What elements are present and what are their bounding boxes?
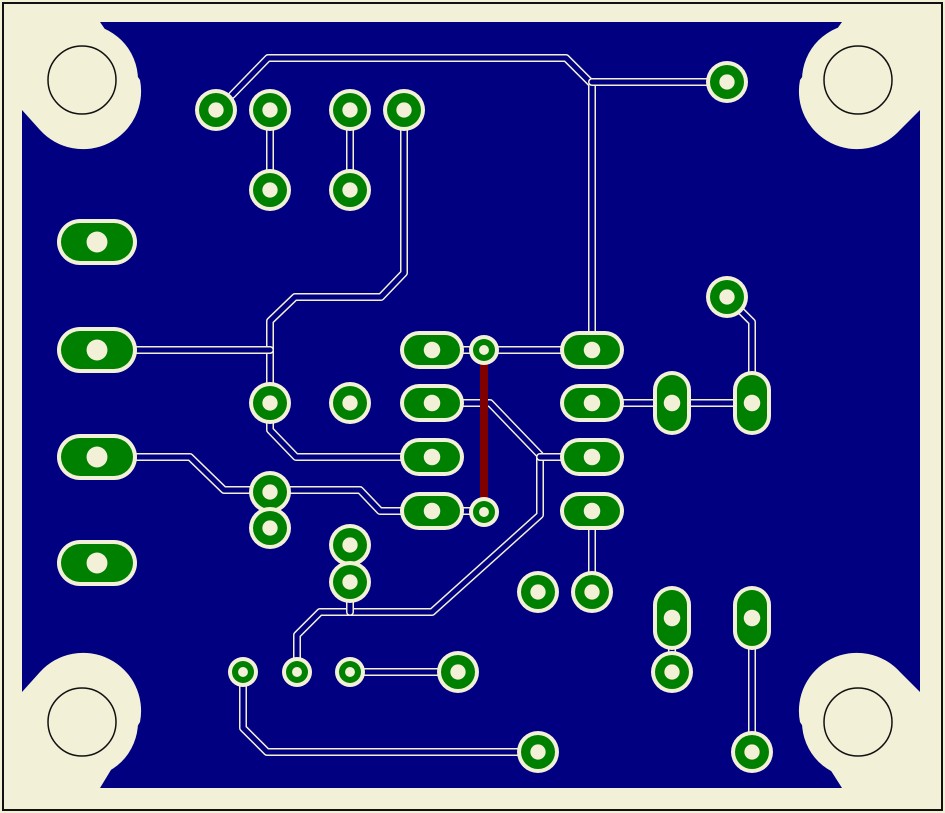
round-pad [329, 89, 371, 131]
ic-pad [560, 492, 624, 530]
round-pad [195, 89, 237, 131]
round-pad [437, 651, 479, 693]
mounting-hole-rings [47, 45, 893, 757]
ic-pad [560, 384, 624, 422]
vertical-pad [733, 371, 771, 435]
round-pad [469, 335, 499, 365]
vertical-pad [653, 586, 691, 650]
round-pad [249, 507, 291, 549]
round-pad [329, 169, 371, 211]
pads [57, 61, 773, 773]
round-pad [249, 471, 291, 513]
round-pad [329, 561, 371, 603]
ic-pad [400, 492, 464, 530]
connector-pad [57, 540, 137, 586]
mounting-hole [823, 45, 893, 115]
mounting-hole [47, 45, 117, 115]
round-pad [571, 571, 613, 613]
round-pad [249, 382, 291, 424]
round-pad [469, 497, 499, 527]
trace [266, 106, 408, 407]
round-pad [706, 61, 748, 103]
mounting-hole [47, 687, 117, 757]
ic-pad [400, 384, 464, 422]
round-pad [228, 657, 258, 687]
round-pad [249, 169, 291, 211]
trace [228, 54, 596, 349]
round-pad [731, 731, 773, 773]
ic-pad [560, 331, 624, 369]
ic-pad [560, 438, 624, 476]
round-pad [517, 731, 559, 773]
round-pad [329, 524, 371, 566]
vertical-pad [733, 586, 771, 650]
ic-pad [400, 438, 464, 476]
mounting-holes [22, 22, 920, 788]
connector-pad [57, 434, 137, 480]
trace [293, 399, 544, 676]
connector-pad [57, 327, 137, 373]
round-pad [329, 382, 371, 424]
round-pad [517, 571, 559, 613]
round-pad [383, 89, 425, 131]
round-pad [249, 89, 291, 131]
connector-pad [57, 219, 137, 265]
mounting-hole [823, 687, 893, 757]
vertical-pad [653, 371, 691, 435]
trace [239, 668, 542, 756]
trace [93, 453, 436, 515]
round-pad [706, 276, 748, 318]
round-pad [282, 657, 312, 687]
ic-pad [400, 331, 464, 369]
round-pad [335, 657, 365, 687]
round-pad [651, 651, 693, 693]
